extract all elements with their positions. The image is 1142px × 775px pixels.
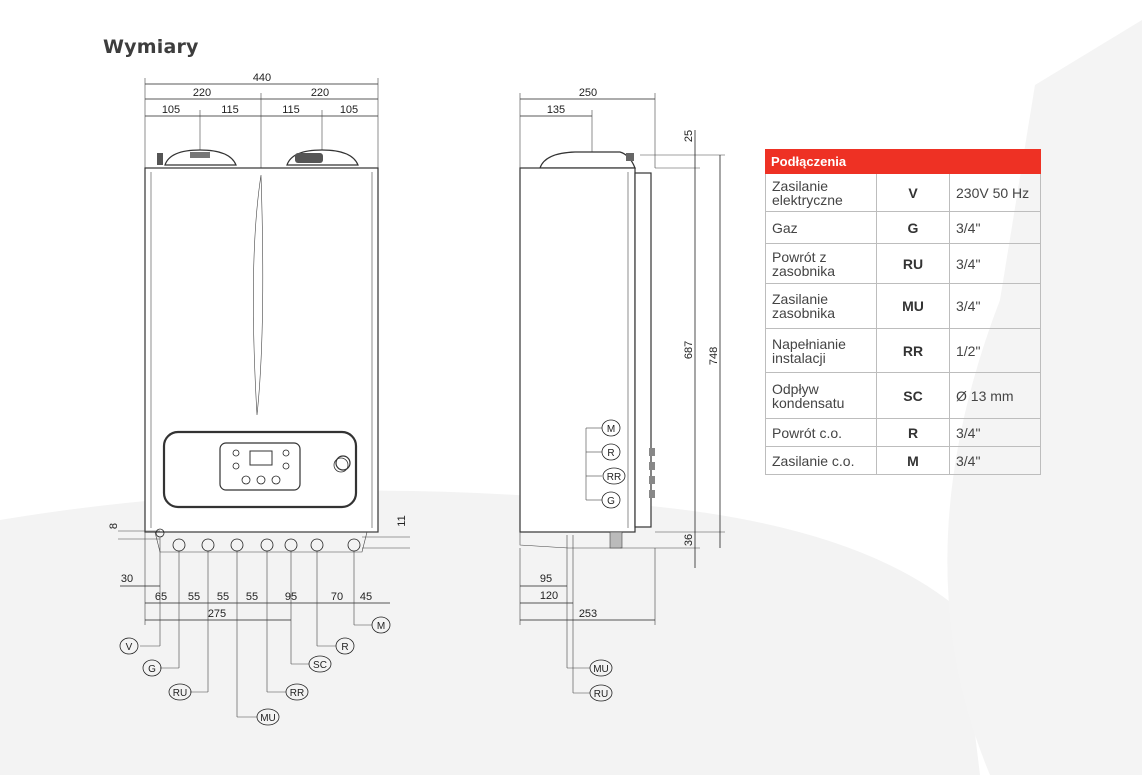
side-dim-253: 253	[579, 608, 597, 620]
dim-220-right: 220	[311, 87, 329, 99]
table-row: Napełnianie instalacji RR 1/2"	[765, 328, 1041, 373]
connection-value: 230V 50 Hz	[949, 173, 1041, 212]
side-dim-135: 135	[547, 104, 565, 116]
svg-text:R: R	[341, 642, 348, 653]
connection-value: 3/4"	[949, 243, 1041, 284]
connection-name: Odpływ kondensatu	[765, 372, 877, 419]
side-view: 250 135 25 687 748 36 M R RR G	[519, 87, 725, 702]
dim-275: 275	[208, 608, 226, 620]
connection-code: R	[876, 418, 950, 447]
connection-name: Gaz	[765, 211, 877, 244]
svg-text:RU: RU	[594, 689, 608, 700]
table-row: Zasilanie elektryczne V 230V 50 Hz	[765, 173, 1041, 212]
connection-value: 3/4"	[949, 283, 1041, 329]
table-row: Zasilanie c.o. M 3/4"	[765, 446, 1041, 475]
svg-text:V: V	[126, 642, 133, 653]
label-RR: RR	[285, 683, 309, 701]
side-dim-36: 36	[683, 534, 695, 546]
connection-code: RR	[876, 328, 950, 373]
dim-220-left: 220	[193, 87, 211, 99]
svg-text:G: G	[148, 664, 156, 675]
connection-name: Powrót c.o.	[765, 418, 877, 447]
dim-70: 70	[331, 591, 343, 603]
page-title: Wymiary	[103, 36, 199, 58]
side-dim-120: 120	[540, 590, 558, 602]
svg-text:RR: RR	[290, 688, 304, 699]
side-label-RR: RR	[602, 467, 626, 485]
dim-105-left: 105	[162, 104, 180, 116]
connections-table: Podłączenia Zasilanie elektryczne V 230V…	[765, 149, 1041, 475]
label-SC: SC	[308, 655, 332, 673]
front-view: 440 220 220 105 115 115 105	[108, 72, 410, 726]
table-row: Odpływ kondensatu SC Ø 13 mm	[765, 372, 1041, 419]
connection-code: SC	[876, 372, 950, 419]
side-dim-748: 748	[708, 347, 720, 365]
svg-text:G: G	[607, 496, 615, 507]
svg-text:RU: RU	[173, 688, 187, 699]
table-row: Powrót z zasobnika RU 3/4"	[765, 243, 1041, 284]
connection-name: Napełnianie instalacji	[765, 328, 877, 373]
label-G: G	[142, 659, 162, 677]
side-dim-25: 25	[683, 130, 695, 142]
side-dim-250: 250	[579, 87, 597, 99]
connection-code: MU	[876, 283, 950, 329]
connection-value: 1/2"	[949, 328, 1041, 373]
connection-code: V	[876, 173, 950, 212]
table-row: Gaz G 3/4"	[765, 211, 1041, 244]
connection-code: G	[876, 211, 950, 244]
dim-55-b: 55	[217, 591, 229, 603]
dim-440: 440	[253, 72, 271, 84]
svg-text:R: R	[607, 448, 614, 459]
label-R: R	[335, 637, 355, 655]
dim-8: 8	[108, 523, 120, 529]
connection-value: 3/4"	[949, 446, 1041, 475]
dim-65: 65	[155, 591, 167, 603]
svg-text:RR: RR	[607, 472, 621, 483]
connection-value: 3/4"	[949, 418, 1041, 447]
dim-45: 45	[360, 591, 372, 603]
connection-value: 3/4"	[949, 211, 1041, 244]
connection-name: Zasilanie c.o.	[765, 446, 877, 475]
svg-text:MU: MU	[593, 664, 609, 675]
dim-105-right: 105	[340, 104, 358, 116]
dim-30: 30	[121, 573, 133, 585]
connection-name: Powrót z zasobnika	[765, 243, 877, 284]
svg-text:MU: MU	[260, 713, 276, 724]
connections-table-header: Podłączenia	[765, 149, 1041, 174]
dim-115-right: 115	[282, 104, 300, 116]
dim-115-left: 115	[221, 104, 239, 116]
connection-code: RU	[876, 243, 950, 284]
label-M: M	[371, 616, 391, 634]
table-row: Powrót c.o. R 3/4"	[765, 418, 1041, 447]
label-MU: MU	[256, 708, 280, 726]
svg-text:M: M	[607, 424, 615, 435]
connection-name: Zasilanie elektryczne	[765, 173, 877, 212]
side-label-G: G	[601, 491, 621, 509]
label-V: V	[119, 637, 139, 655]
side-label-RU: RU	[589, 684, 613, 702]
table-row: Zasilanie zasobnika MU 3/4"	[765, 283, 1041, 329]
side-label-M: M	[601, 419, 621, 437]
connection-name: Zasilanie zasobnika	[765, 283, 877, 329]
side-dim-95: 95	[540, 573, 552, 585]
dim-11: 11	[396, 515, 408, 526]
svg-text:M: M	[377, 621, 385, 632]
connection-code: M	[876, 446, 950, 475]
side-label-MU: MU	[589, 659, 613, 677]
side-dim-687: 687	[683, 341, 695, 359]
connection-value: Ø 13 mm	[949, 372, 1041, 419]
dim-55-c: 55	[246, 591, 258, 603]
dim-55-a: 55	[188, 591, 200, 603]
svg-text:SC: SC	[313, 660, 327, 671]
side-label-R: R	[601, 443, 621, 461]
label-RU: RU	[168, 683, 192, 701]
